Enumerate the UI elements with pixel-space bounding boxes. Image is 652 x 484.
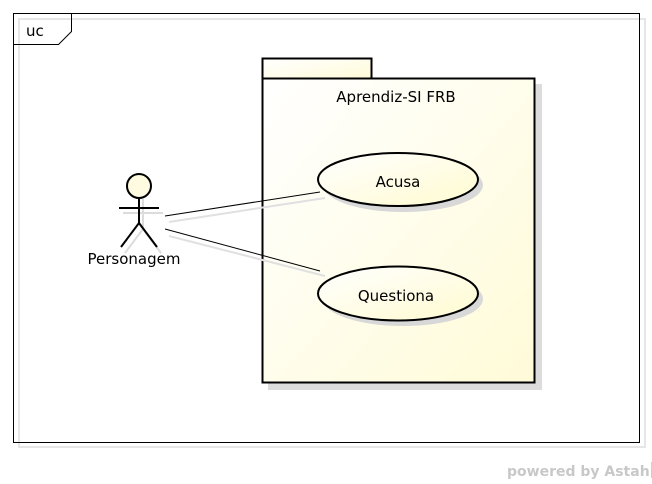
association-questiona-shadow — [168, 235, 326, 277]
association-acusa[interactable] — [164, 191, 321, 217]
use-case-acusa-ellipse — [317, 152, 479, 207]
association-acusa-shadow — [168, 197, 326, 223]
use-case-questiona[interactable]: Questiona — [317, 265, 483, 327]
package-body — [261, 77, 536, 384]
astah-logo-icon — [650, 462, 652, 482]
frame-tag: uc — [26, 22, 44, 40]
package[interactable]: Aprendiz-SI FRB — [261, 57, 543, 391]
associations — [164, 191, 326, 277]
frame-tag-box — [13, 13, 72, 45]
association-questiona[interactable] — [164, 228, 321, 272]
actor[interactable]: Personagem — [88, 173, 181, 268]
footer-text: powered by Astah — [507, 464, 650, 480]
package-name: Aprendiz-SI FRB — [336, 88, 455, 106]
powered-by-footer[interactable]: powered by Astah — [507, 462, 652, 482]
package-tab — [261, 57, 373, 80]
actor-head — [126, 173, 152, 199]
use-case-acusa[interactable]: Acusa — [317, 152, 483, 212]
actor-body — [119, 198, 159, 248]
use-case-acusa-label: Acusa — [376, 173, 421, 191]
use-case-questiona-ellipse — [317, 265, 479, 322]
actor-name: Personagem — [88, 250, 181, 268]
diagram-frame: uc — [13, 13, 646, 448]
use-case-questiona-label: Questiona — [358, 287, 434, 305]
